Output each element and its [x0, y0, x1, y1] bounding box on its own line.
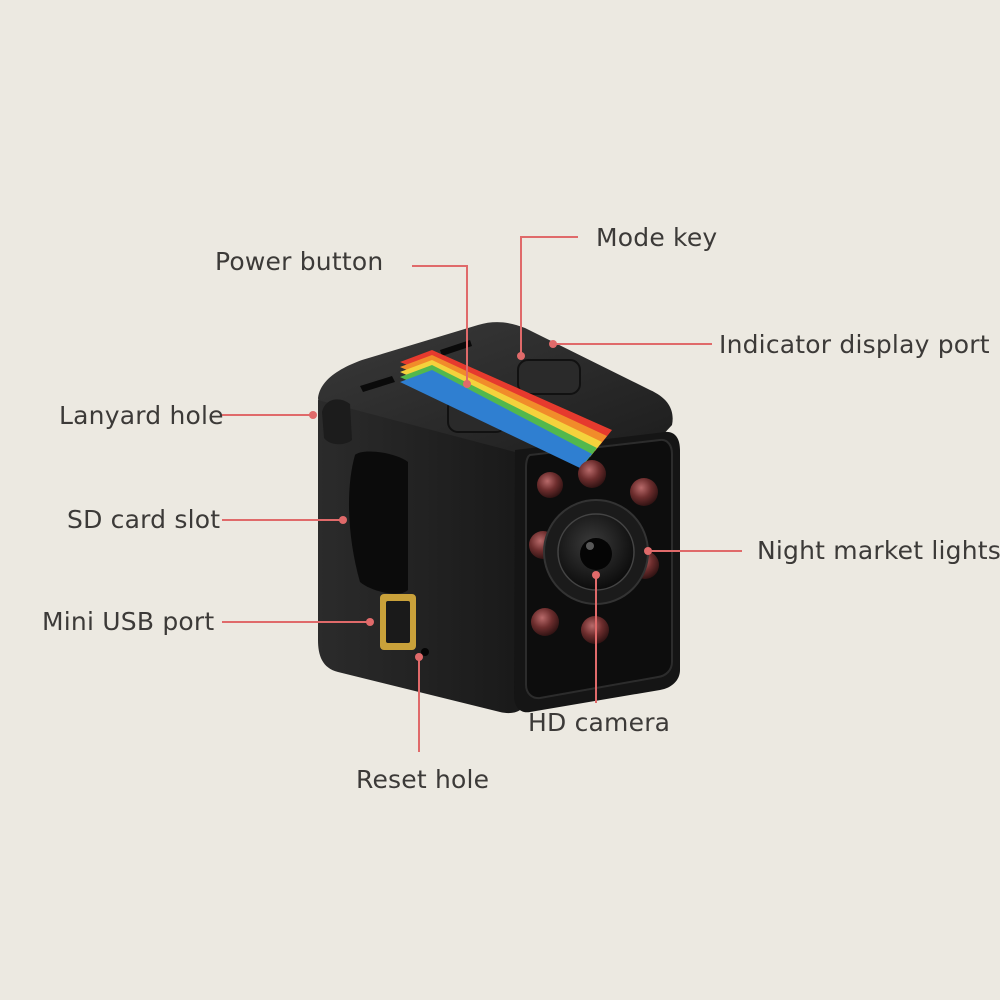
label-hd-camera: HD camera: [528, 708, 671, 737]
label-sd-card-slot: SD card slot: [67, 505, 221, 534]
label-mini-usb-port: Mini USB port: [42, 607, 215, 636]
camera-lens-icon: [543, 499, 649, 605]
label-reset-hole: Reset hole: [356, 765, 490, 794]
label-power-button: Power button: [215, 247, 384, 276]
label-night-market-lights: Night market lights: [757, 536, 1000, 565]
leader-dots: [309, 340, 652, 661]
label-lanyard-hole: Lanyard hole: [59, 401, 224, 430]
label-mode-key: Mode key: [596, 223, 718, 252]
leader-mode-key: [520, 236, 578, 356]
label-indicator-display-port: Indicator display port: [719, 330, 990, 359]
leader-power-button: [412, 265, 468, 384]
leader-lines: [222, 236, 742, 752]
rainbow-stripe-icon: [400, 350, 612, 468]
